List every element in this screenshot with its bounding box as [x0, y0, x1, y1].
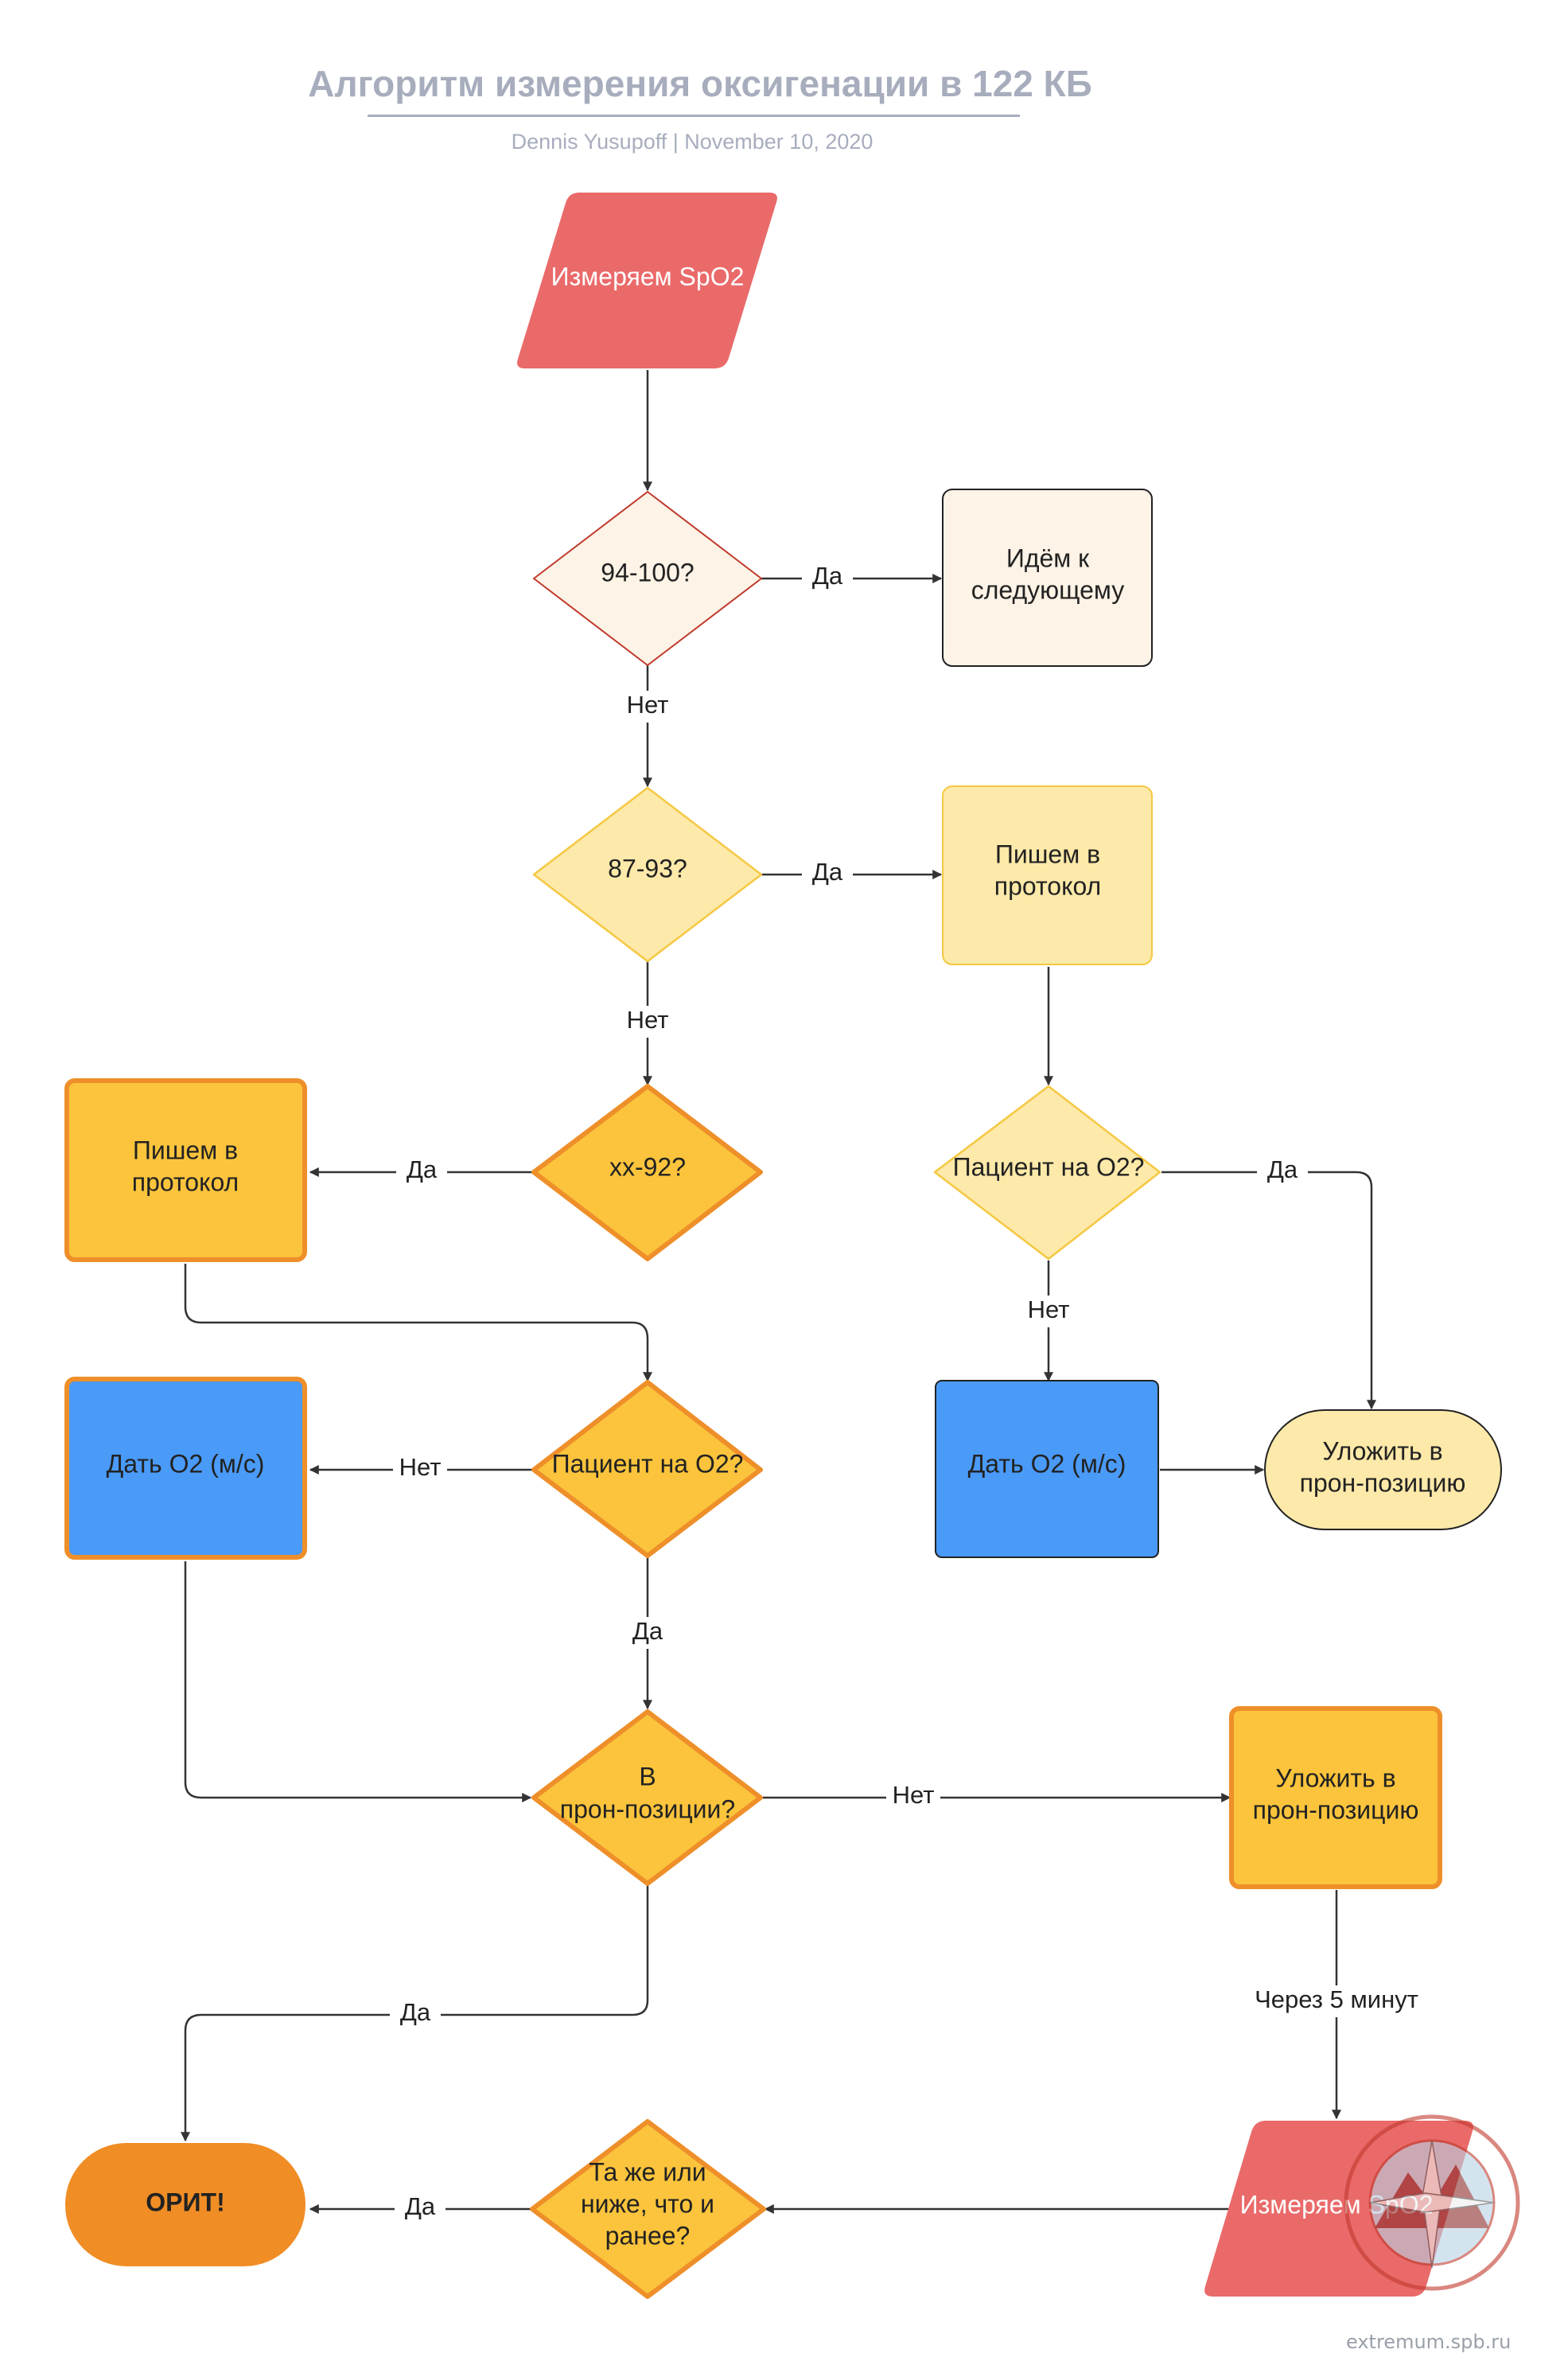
watermark-seal [1344, 2114, 1520, 2291]
node-decision-in-prone: В прон-позиции? [531, 1709, 763, 1886]
svg-text:ОРИТ!: ОРИТ! [146, 2188, 224, 2216]
watermark-url: extremum.spb.ru [1346, 2331, 1512, 2353]
label-q8793-no: Нет [627, 1006, 669, 1034]
label-qo2right-yes: Да [1267, 1155, 1298, 1183]
svg-text:Пациент на О2?: Пациент на О2? [953, 1152, 1145, 1181]
edge-qo2right-yes [1161, 1171, 1376, 1410]
svg-text:ранее?: ранее? [605, 2221, 691, 2250]
edge-labels: Да Нет Да Нет Да Да Нет Нет Да Нет Да Че… [390, 562, 1430, 2224]
edge-giveo2left-to-qprone [184, 1561, 532, 1802]
node-prone-position-right: Уложить в прон-позицию [1264, 1409, 1502, 1530]
svg-text:Пациент на О2?: Пациент на О2? [552, 1449, 744, 1478]
svg-text:Пишем в: Пишем в [133, 1136, 238, 1164]
svg-text:прон-позицию: прон-позицию [1300, 1468, 1466, 1497]
node-decision-on-o2-left: Пациент на О2? [531, 1380, 763, 1558]
node-write-protocol-right: Пишем в протокол [942, 785, 1153, 965]
node-measure-spo2-start: Измеряем SpO2 [517, 193, 777, 368]
svg-text:следующему: следующему [971, 575, 1125, 604]
title-underline [368, 115, 1020, 117]
svg-text:94-100?: 94-100? [601, 558, 694, 586]
label-q94-no: Нет [627, 691, 669, 719]
label-qsame-yes: Да [405, 2192, 436, 2220]
svg-text:В: В [639, 1762, 656, 1790]
node-decision-on-o2-right: Пациент на О2? [933, 1085, 1161, 1260]
svg-text:Уложить в: Уложить в [1322, 1436, 1442, 1465]
diagram-title: Алгоритм измерения оксигенации в 122 КБ [308, 63, 1092, 104]
node-decision-same-or-lower: Та же или ниже, что и ранее? [530, 2119, 766, 2299]
svg-text:Та же или: Та же или [589, 2157, 706, 2186]
svg-text:прон-позицию: прон-позицию [1253, 1795, 1419, 1824]
node-write-protocol-left: Пишем в протокол [64, 1078, 307, 1262]
svg-text:ниже, что и: ниже, что и [581, 2189, 714, 2218]
svg-text:87-93?: 87-93? [608, 854, 687, 882]
label-qprone-no: Нет [893, 1781, 935, 1809]
svg-text:протокол: протокол [132, 1167, 239, 1196]
node-go-to-next: Идём к следующему [942, 489, 1153, 667]
svg-text:Идём к: Идём к [1006, 544, 1090, 572]
node-decision-94-100: 94-100? [533, 491, 762, 666]
node-prone-position-bottom: Уложить в прон-позицию [1229, 1706, 1442, 1889]
node-give-o2-right: Дать О2 (м/с) [935, 1380, 1159, 1558]
node-give-o2-left: Дать О2 (м/с) [64, 1377, 307, 1560]
svg-text:Уложить в: Уложить в [1275, 1763, 1395, 1792]
connectors [181, 370, 1376, 2214]
edge-write2-to-qo2left [184, 1264, 652, 1382]
label-qprone-yes: Да [400, 1998, 431, 2026]
svg-text:Измеряем SpO2: Измеряем SpO2 [551, 262, 745, 290]
svg-text:Дать О2 (м/с): Дать О2 (м/с) [968, 1449, 1126, 1478]
svg-text:Пишем в: Пишем в [995, 840, 1100, 868]
label-qo2right-no: Нет [1028, 1295, 1070, 1323]
label-qxx92-yes: Да [407, 1155, 438, 1183]
label-q94-yes: Да [812, 562, 843, 590]
label-qo2left-yes: Да [632, 1617, 663, 1645]
diagram-subtitle: Dennis Yusupoff | November 10, 2020 [511, 130, 873, 154]
label-q8793-yes: Да [812, 858, 843, 886]
svg-text:xx-92?: xx-92? [609, 1152, 686, 1181]
label-after-5-minutes: Через 5 минут [1255, 1985, 1418, 2013]
node-icu-terminal: ОРИТ! [65, 2143, 305, 2266]
svg-text:Дать О2 (м/с): Дать О2 (м/с) [107, 1449, 265, 1478]
node-decision-xx-92: xx-92? [531, 1084, 763, 1261]
node-decision-87-93: 87-93? [532, 786, 763, 963]
label-qo2left-no: Нет [399, 1453, 442, 1481]
svg-text:прон-позиции?: прон-позиции? [560, 1794, 735, 1823]
svg-text:протокол: протокол [994, 871, 1101, 900]
